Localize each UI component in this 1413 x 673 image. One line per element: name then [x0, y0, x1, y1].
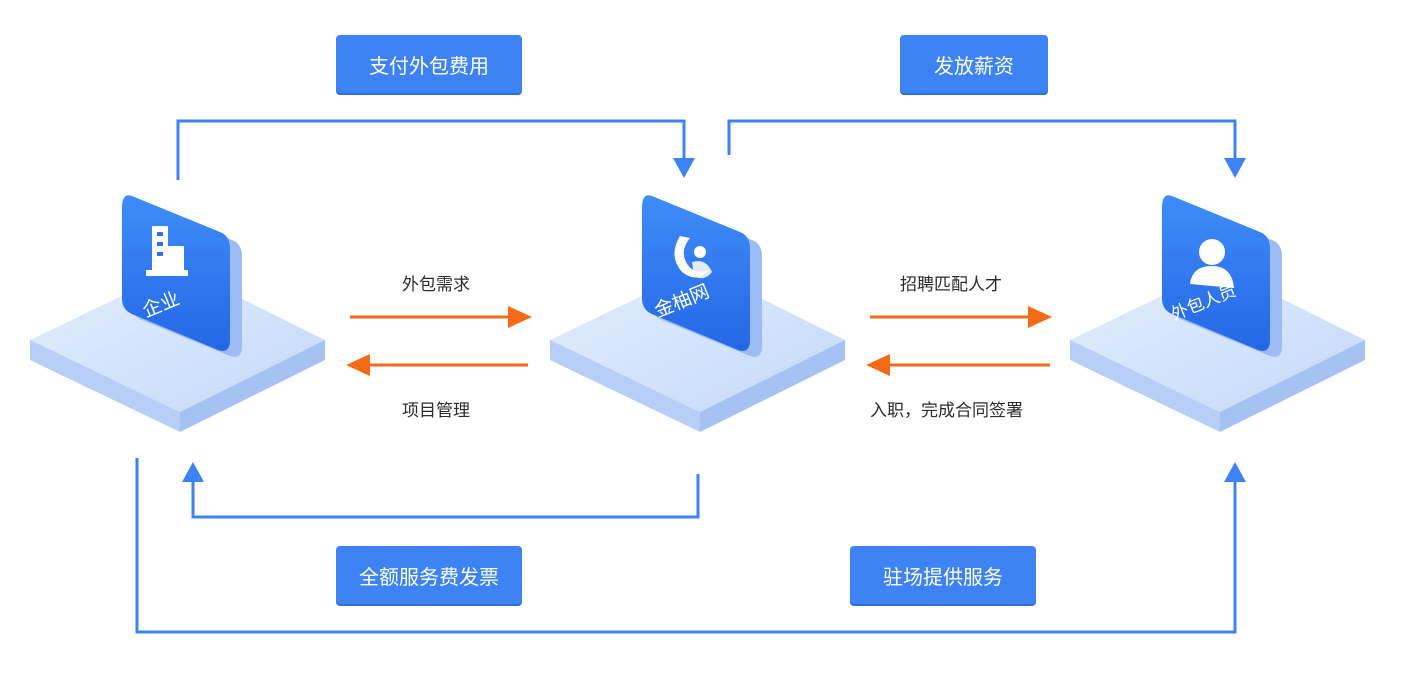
- pay-salary-connector: [727, 119, 1237, 160]
- platform-platform: [550, 268, 845, 432]
- outsourcing-demand-label: 外包需求: [402, 275, 470, 295]
- invoice-connector: [191, 474, 700, 519]
- demand-arrow: [350, 306, 532, 328]
- onboard-contract-label: 入职，完成合同签署: [870, 401, 1023, 421]
- pay-salary-arrowhead: [1224, 158, 1246, 178]
- invoice-arrowhead: [182, 462, 204, 482]
- building-icon: [146, 226, 188, 276]
- enterprise-platform: [30, 268, 325, 432]
- project-management-arrow: [346, 354, 528, 376]
- pay-fee-tag: 支付外包费用: [336, 35, 522, 93]
- person-icon: [1190, 239, 1234, 288]
- onsite-service-tag: 驻场提供服务: [850, 546, 1036, 604]
- enterprise-tile: [122, 195, 242, 357]
- recruit-arrow: [870, 306, 1052, 328]
- onsite-service-connector: [135, 458, 1237, 634]
- pay-salary-tag: 发放薪资: [900, 35, 1048, 93]
- onsite-service-arrowhead: [1224, 462, 1246, 482]
- platform-logo-icon: [674, 236, 712, 279]
- staff-tile: [1162, 195, 1282, 357]
- onboard-arrow: [866, 354, 1050, 376]
- platform-tile: [642, 195, 762, 357]
- pay-fee-arrowhead: [673, 158, 695, 178]
- pay-fee-connector: [176, 119, 686, 180]
- invoice-tag: 全额服务费发票: [336, 546, 522, 604]
- project-management-label: 项目管理: [402, 401, 470, 421]
- staff-platform: [1070, 268, 1365, 432]
- recruit-match-label: 招聘匹配人才: [900, 275, 1002, 295]
